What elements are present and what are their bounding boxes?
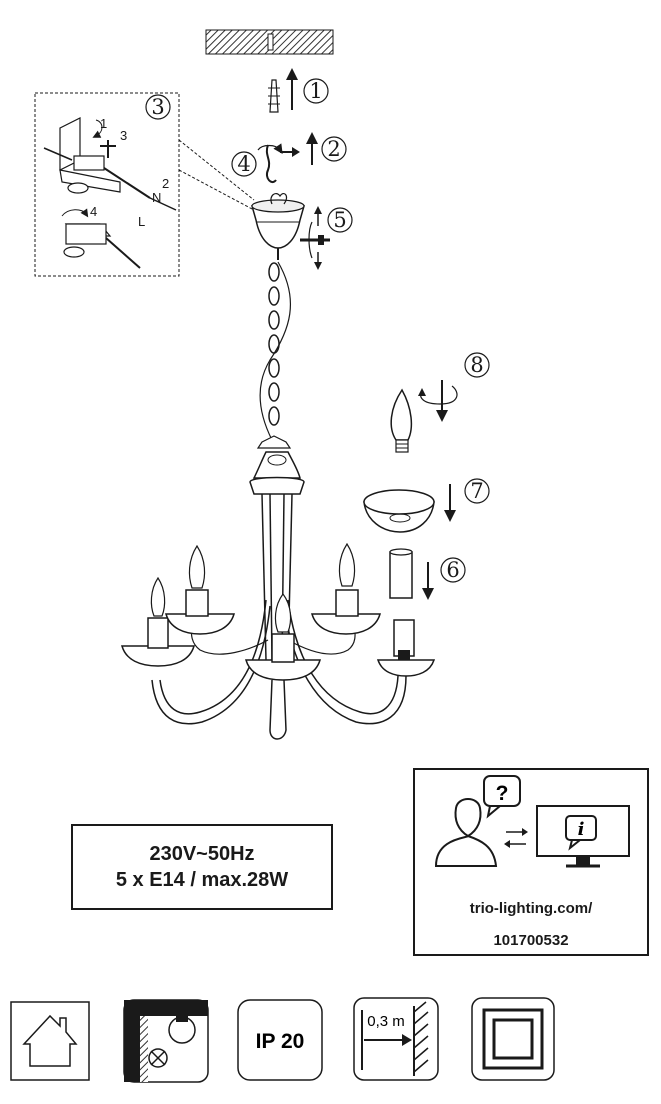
svg-text:7: 7	[470, 479, 483, 503]
indoor-house-icon	[10, 1001, 90, 1081]
svg-text:5: 5	[333, 208, 346, 232]
exchange-arrows-icon	[504, 828, 528, 848]
candle-arm-center	[245, 592, 321, 681]
svg-text:4: 4	[237, 152, 250, 176]
up-arrow-icon	[286, 68, 298, 110]
question-bubble-icon: ?	[483, 775, 521, 819]
svg-text:IP 20: IP 20	[256, 1030, 305, 1053]
candle-arm-right-socket	[376, 619, 436, 677]
grub-screw-icon	[300, 206, 330, 270]
down-arrow-icon	[444, 484, 456, 522]
step-6-label: 6	[440, 557, 466, 583]
class-ii-insulation-icon	[471, 997, 555, 1081]
candle-sleeve	[389, 548, 413, 599]
hook-screw-icon	[257, 143, 300, 184]
step-5-label: 5	[327, 207, 353, 233]
up-arrow-icon	[306, 132, 318, 165]
candle-arm-left	[121, 576, 195, 667]
step-7-label: 7	[464, 478, 490, 504]
step-1-label: 1	[303, 78, 329, 104]
candle-bulb	[390, 388, 413, 453]
step-8-label: 8	[464, 352, 490, 378]
dowel-icon	[268, 79, 280, 113]
ip20-icon: IP 20	[237, 999, 323, 1081]
svg-text:2: 2	[327, 137, 340, 161]
svg-text:6: 6	[446, 558, 459, 582]
step-2-label: 2	[321, 136, 347, 162]
svg-text:3: 3	[151, 95, 164, 119]
svg-text:8: 8	[470, 353, 483, 377]
bulb-spec-text: 5 x E14 / max.28W	[115, 869, 289, 891]
svg-text:3: 3	[120, 128, 127, 143]
down-arrow-icon	[422, 562, 434, 600]
wiring-detail-box: 3 1 3 2 N L 4	[34, 92, 255, 277]
svg-text:i: i	[578, 819, 585, 840]
chandelier-body	[151, 435, 407, 740]
svg-text:1: 1	[100, 116, 107, 131]
svg-text:0,3 m: 0,3 m	[367, 1013, 405, 1030]
rotate-arrow-icon	[418, 380, 458, 422]
support-info-box: trio-lighting.com/ 101700532	[413, 768, 649, 956]
canopy	[251, 192, 305, 260]
glass-bowl	[363, 489, 435, 533]
svg-text:N: N	[152, 190, 161, 205]
svg-text:4: 4	[90, 204, 97, 219]
electrical-spec-box: 230V~50Hz 5 x E14 / max.28W	[71, 824, 333, 910]
product-code: 101700532	[493, 932, 569, 949]
candle-arm-mid-right	[311, 542, 381, 635]
voltage-text: 230V~50Hz	[149, 843, 255, 865]
svg-text:2: 2	[162, 176, 169, 191]
no-dimmer-icon	[123, 999, 209, 1083]
svg-text:?: ?	[496, 782, 509, 805]
chain	[259, 261, 291, 441]
step-4-label: 4	[231, 151, 257, 177]
monitor-info-icon: i	[536, 805, 630, 868]
support-url[interactable]: trio-lighting.com/	[469, 900, 593, 917]
svg-text:L: L	[138, 214, 145, 229]
support-person-icon	[434, 798, 498, 867]
candle-arm-mid-left	[165, 544, 235, 635]
svg-text:1: 1	[309, 79, 322, 103]
min-distance-icon: 0,3 m	[353, 997, 439, 1081]
ceiling	[205, 29, 334, 55]
